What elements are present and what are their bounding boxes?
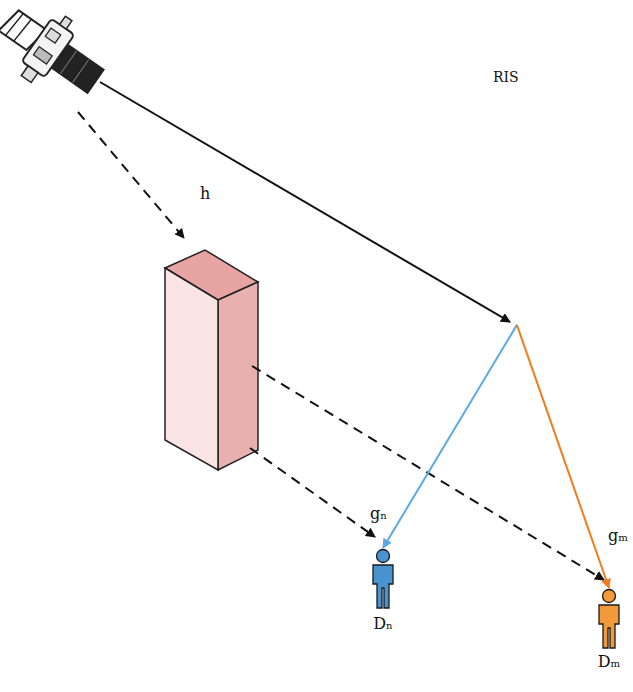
- user-node: Dₙ: [366, 548, 400, 636]
- channel-label: gₙ: [370, 506, 387, 522]
- person-icon: [366, 548, 400, 610]
- obstacle-block: [165, 250, 258, 470]
- user-label: Dₙ: [373, 616, 393, 632]
- link-line: [100, 82, 510, 322]
- channel-label: h: [200, 186, 210, 202]
- user-node: Dₘ: [592, 588, 626, 676]
- person-icon: [592, 588, 626, 650]
- satellite: [0, 0, 116, 112]
- channel-link: [517, 325, 609, 588]
- channel-link: [383, 325, 517, 548]
- panel-title: RIS: [493, 70, 519, 84]
- dashed-link: [78, 112, 184, 238]
- ris-panel: RIS: [385, 48, 612, 472]
- channel-label: gₘ: [608, 528, 628, 544]
- ris-outline: [385, 48, 612, 472]
- dashed-link: [250, 448, 375, 537]
- user-label: Dₘ: [598, 654, 621, 670]
